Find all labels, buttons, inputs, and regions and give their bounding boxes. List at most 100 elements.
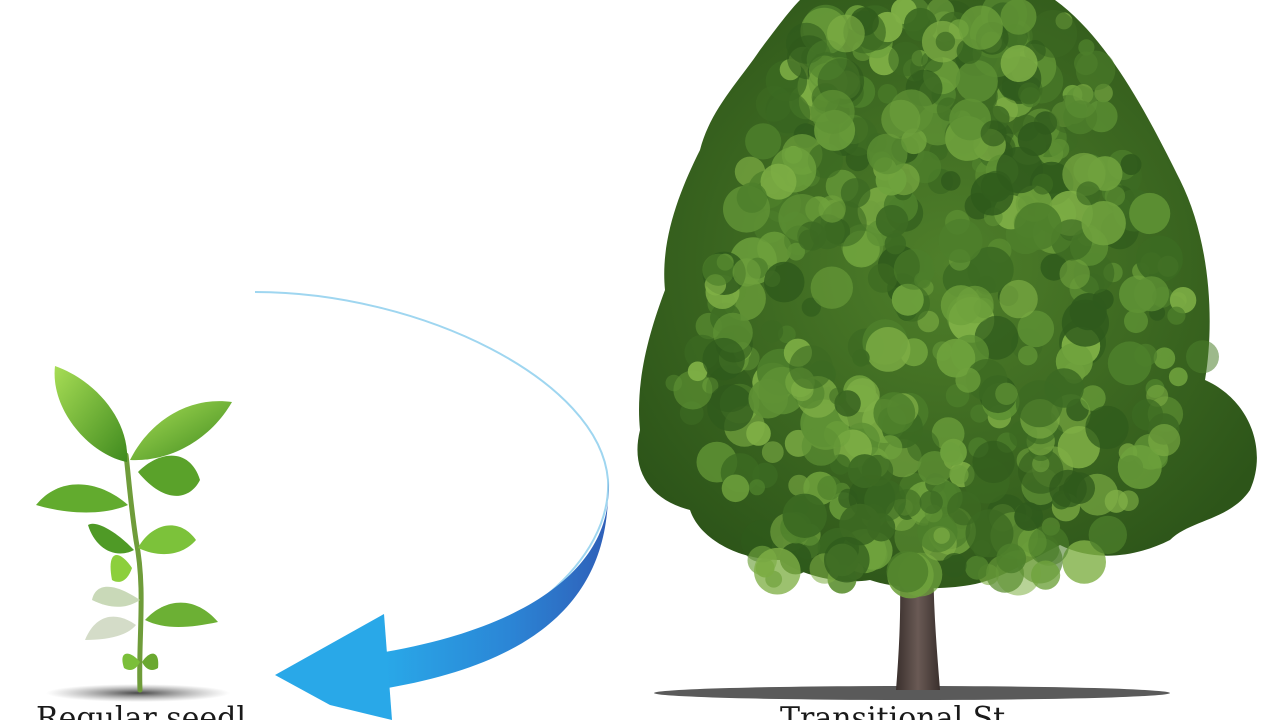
foliage-clump bbox=[970, 172, 1014, 216]
seedling-stem bbox=[123, 452, 144, 693]
foliage-clump bbox=[787, 242, 805, 261]
foliage-clump bbox=[782, 493, 827, 538]
foliage-clump bbox=[1015, 380, 1063, 428]
foliage-clump bbox=[980, 120, 1007, 147]
foliage-clump bbox=[687, 361, 708, 382]
foliage-clump bbox=[891, 283, 924, 316]
foliage-clump bbox=[1014, 502, 1043, 531]
foliage-clump bbox=[818, 195, 846, 223]
foliage-clump bbox=[732, 258, 761, 287]
foliage-clump bbox=[766, 92, 811, 137]
foliage-clump bbox=[1120, 154, 1142, 175]
foliage-clump bbox=[1000, 45, 1038, 82]
leaf bbox=[130, 401, 232, 461]
foliage-clump bbox=[967, 246, 1014, 293]
foliage-clump bbox=[798, 229, 820, 251]
foliage-clump bbox=[958, 5, 1003, 50]
foliage-clump bbox=[702, 337, 745, 381]
foliage-clump bbox=[1124, 309, 1148, 334]
seedling-plant bbox=[36, 366, 232, 702]
foliage-clump bbox=[955, 367, 981, 393]
foliage-clump bbox=[955, 60, 998, 103]
foliage-clump bbox=[1065, 85, 1098, 119]
foliage-clump bbox=[949, 465, 969, 485]
leaf bbox=[110, 555, 132, 582]
arrow-head bbox=[275, 614, 392, 720]
canopy-foliage bbox=[665, 0, 1219, 599]
foliage-clump bbox=[1049, 138, 1070, 160]
foliage-clump bbox=[995, 382, 1018, 405]
foliage-clump bbox=[1104, 489, 1128, 513]
foliage-clump bbox=[1167, 306, 1186, 325]
leaf bbox=[92, 586, 140, 607]
foliage-clump bbox=[1074, 51, 1098, 76]
foliage-clump bbox=[940, 438, 967, 466]
foliage-clump bbox=[789, 345, 833, 390]
foliage-clump bbox=[817, 475, 842, 501]
foliage-clump bbox=[749, 479, 765, 496]
foliage-clump bbox=[824, 536, 870, 583]
foliage-clump bbox=[1059, 258, 1090, 290]
foliage-clump bbox=[736, 182, 768, 213]
foliage-clump bbox=[1117, 445, 1162, 489]
tree-ground-shadow bbox=[654, 686, 1170, 700]
foliage-clump bbox=[1049, 469, 1087, 508]
leaf bbox=[88, 523, 134, 554]
foliage-clump bbox=[829, 387, 847, 405]
foliage-clump bbox=[1186, 340, 1219, 374]
foliage-clump bbox=[877, 84, 898, 104]
foliage-clump bbox=[867, 263, 898, 293]
foliage-clump bbox=[1014, 202, 1062, 250]
foliage-clump bbox=[761, 320, 784, 343]
leaf bbox=[138, 525, 196, 555]
foliage-clump bbox=[941, 171, 961, 191]
foliage-clump bbox=[1087, 156, 1123, 191]
foliage-clump bbox=[938, 218, 983, 263]
foliage-clump bbox=[852, 349, 870, 367]
foliage-clump bbox=[810, 266, 853, 309]
foliage-clump bbox=[884, 233, 906, 255]
foliage-clump bbox=[707, 384, 754, 432]
foliage-clump bbox=[1129, 192, 1171, 235]
foliage-clump bbox=[1017, 310, 1055, 348]
foliage-clump bbox=[1000, 0, 1037, 35]
foliage-clump bbox=[761, 441, 784, 463]
foliage-clump bbox=[875, 205, 909, 238]
foliage-clump bbox=[1028, 524, 1070, 566]
foliage-clump bbox=[877, 435, 903, 460]
foliage-clump bbox=[1104, 185, 1126, 207]
foliage-clump bbox=[1076, 181, 1101, 206]
foliage-clump bbox=[866, 133, 908, 175]
foliage-clump bbox=[807, 143, 844, 179]
foliage-clump bbox=[1018, 82, 1041, 105]
foliage-clump bbox=[933, 527, 950, 544]
mature-tree bbox=[637, 0, 1257, 700]
foliage-clump bbox=[1017, 121, 1052, 156]
leaf bbox=[36, 484, 128, 513]
foliage-clump bbox=[839, 503, 881, 546]
foliage-clump bbox=[1148, 424, 1181, 457]
foliage-clump bbox=[996, 543, 1027, 574]
foliage-clump bbox=[935, 31, 956, 52]
foliage-clump bbox=[1168, 367, 1188, 387]
foliage-clump bbox=[760, 163, 797, 200]
foliage-clump bbox=[886, 550, 929, 593]
leaf bbox=[138, 455, 200, 496]
foliage-clump bbox=[1153, 347, 1176, 370]
foliage-clump bbox=[965, 509, 1014, 558]
foliage-clump bbox=[1107, 341, 1152, 386]
foliage-clump bbox=[861, 454, 894, 487]
foliage-clump bbox=[673, 370, 713, 410]
foliage-clump bbox=[881, 99, 921, 139]
foliage-clump bbox=[873, 392, 916, 434]
foliage-clump bbox=[1080, 385, 1106, 411]
foliage-clump bbox=[965, 555, 990, 580]
foliage-clump bbox=[1069, 293, 1107, 331]
foliage-clump bbox=[1018, 345, 1038, 366]
seedling-soil bbox=[46, 684, 230, 702]
foliage-clump bbox=[888, 41, 923, 77]
curved-arrow bbox=[254, 291, 610, 720]
foliage-clump bbox=[865, 327, 911, 372]
